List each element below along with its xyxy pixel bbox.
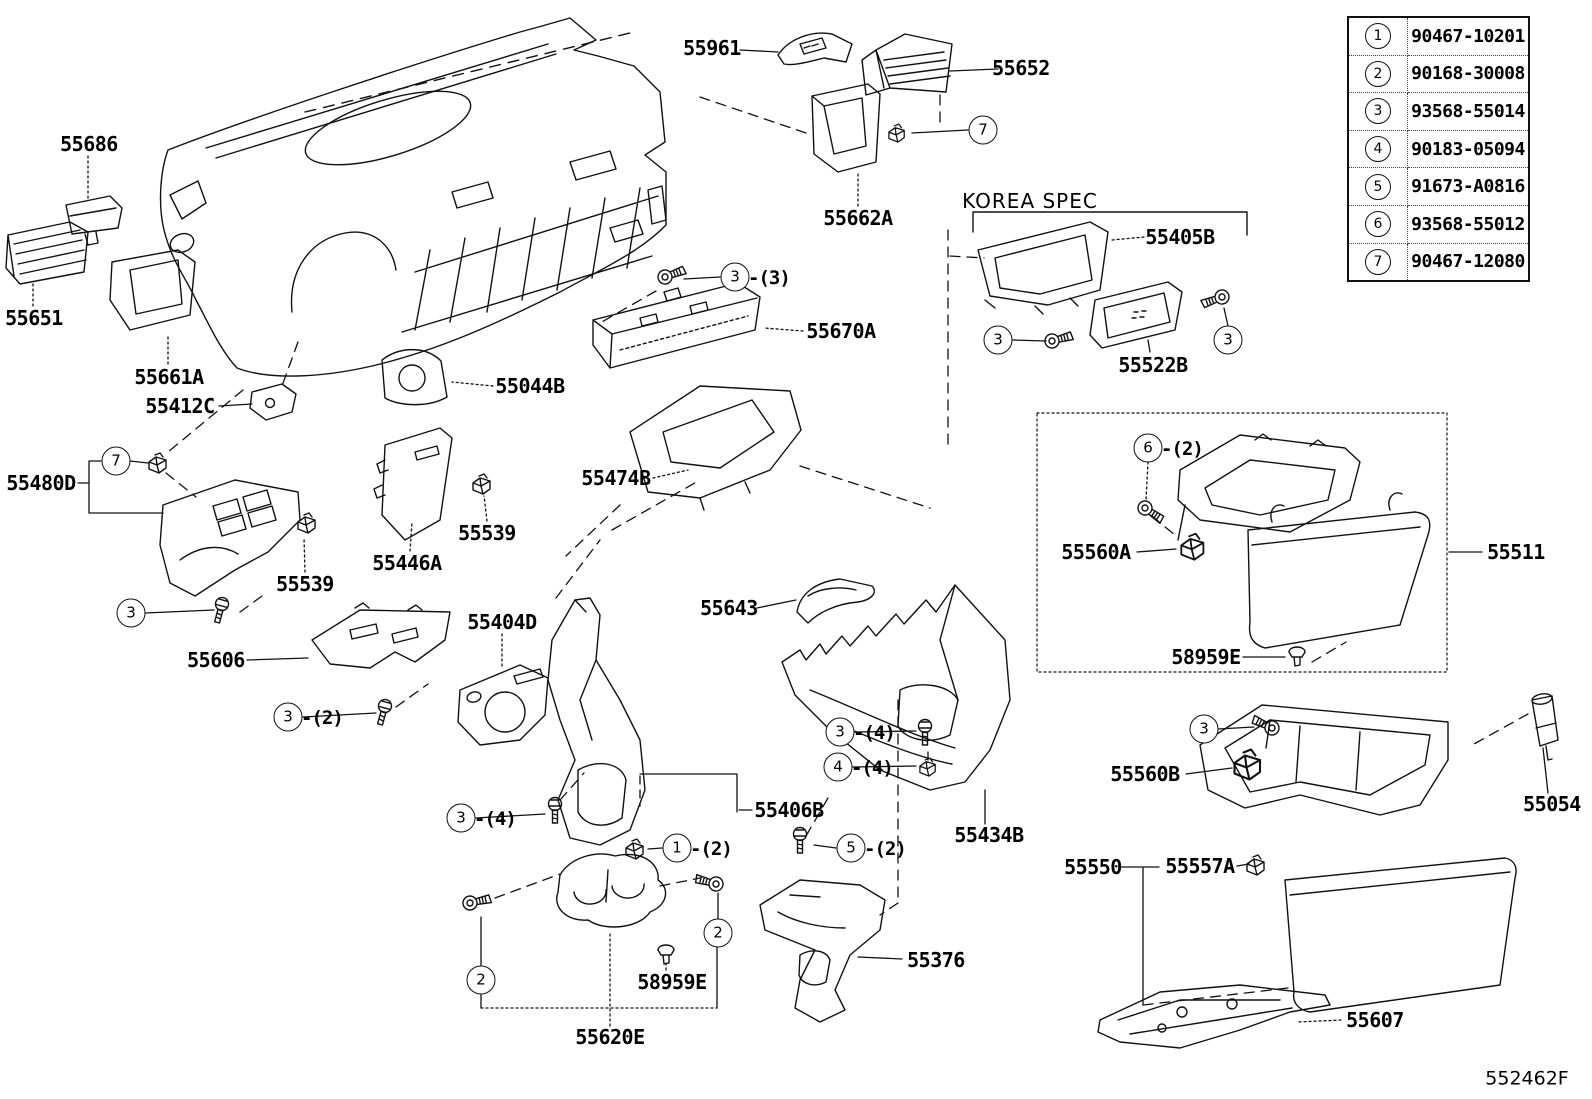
fastener-ref-cell: 2 <box>1347 54 1408 94</box>
clip-4-4 <box>919 757 936 777</box>
part-55961-drawing <box>777 32 853 66</box>
part-55557a-clip <box>1246 854 1265 876</box>
fastener-row-5: 5 91673-A0816 <box>1347 167 1530 206</box>
clip-1-2 <box>625 838 644 860</box>
fastener-ref-circle: 1 <box>1365 23 1391 50</box>
fastener-ref-circle: 5 <box>1365 173 1391 200</box>
glovebox-dashed-frame <box>1036 412 1448 673</box>
part-55054-drawing <box>1531 693 1559 761</box>
fastener-part-cell: 90467-12080 <box>1407 242 1530 282</box>
part-55550-box-drawing <box>1199 704 1449 816</box>
fastener-ref-cell: 4 <box>1347 129 1408 169</box>
fastener-ref-cell: 7 <box>1347 242 1408 282</box>
part-55404d-drawing <box>457 664 549 746</box>
part-55474b-drawing <box>629 385 802 511</box>
part-55652-vent-drawing <box>861 33 953 96</box>
part-55651-vent-drawing <box>5 221 89 285</box>
screw-6 <box>1134 497 1167 527</box>
part-55606-drawing <box>311 602 451 669</box>
fastener-row-1: 1 90467-10201 <box>1347 16 1530 56</box>
diagram-code: 552462F <box>1485 1067 1569 1090</box>
fastener-part-cell: 90467-10201 <box>1407 16 1530 56</box>
part-55620e-drawing <box>556 853 667 928</box>
part-55376-drawing <box>759 879 886 1023</box>
fastener-ref-cell: 6 <box>1347 204 1408 244</box>
fastener-ref-circle: 3 <box>1365 98 1391 125</box>
fastener-part-cell: 93568-55012 <box>1407 204 1530 244</box>
part-55550-lid-drawing <box>1284 857 1517 1013</box>
fastener-row-3: 3 93568-55014 <box>1347 92 1530 131</box>
part-55560a-clip <box>1180 532 1205 561</box>
part-55662a-drawing <box>811 83 881 173</box>
part-55522b-drawing <box>1089 281 1183 349</box>
korea-spec-bracket <box>972 211 1248 236</box>
fastener-ref-circle: 6 <box>1365 211 1391 238</box>
part-58959e-clip-b <box>657 944 675 965</box>
part-55670a-drawing <box>592 282 761 369</box>
fastener-ref-cell: 5 <box>1347 167 1408 206</box>
fastener-ref-cell: 1 <box>1347 16 1408 56</box>
fastener-part-cell: 90183-05094 <box>1407 129 1530 169</box>
screw-2-left <box>460 891 493 913</box>
part-55539-clip-a <box>472 473 491 495</box>
fastener-table: 1 90467-10201 2 90168-30008 3 93568-55014 4 901… <box>1347 16 1530 283</box>
fastener-row-6: 6 93568-55012 <box>1347 204 1530 244</box>
korea-screw-right <box>1199 287 1232 312</box>
fastener-part-cell: 93568-55014 <box>1407 92 1530 131</box>
part-55661a-drawing <box>109 249 196 331</box>
part-55446a-drawing <box>373 427 453 541</box>
fastener-row-2: 2 90168-30008 <box>1347 54 1530 94</box>
screw-2-right <box>693 871 726 894</box>
part-55686-drawing <box>65 195 123 246</box>
assembly-dashed-lines <box>165 94 1529 1006</box>
korea-screw-left <box>1042 328 1075 351</box>
korea-spec-label: KOREA SPEC <box>962 189 1098 213</box>
bolt-3-2 <box>373 697 394 727</box>
fastener-part-number: 90467-10201 <box>1411 25 1525 47</box>
fastener-part-number: 91673-A0816 <box>1411 176 1525 198</box>
fastener-ref-cell: 3 <box>1347 92 1408 131</box>
fastener-part-cell: 90168-30008 <box>1407 54 1530 94</box>
part-55643-drawing <box>796 578 876 624</box>
fastener-part-number: 93568-55014 <box>1411 100 1525 122</box>
screw-3-3 <box>655 262 688 287</box>
part-55480d-drawing <box>159 479 301 597</box>
fastener-ref-circle: 2 <box>1365 60 1391 87</box>
screw-55560b <box>1249 712 1283 739</box>
part-55511-frame-drawing <box>1177 433 1361 541</box>
fastener-row-4: 4 90183-05094 <box>1347 129 1530 169</box>
bolt-3-4a <box>547 796 563 824</box>
part-55560b-clip <box>1233 748 1262 781</box>
fastener-ref-circle: 4 <box>1365 136 1391 163</box>
fastener-part-cell: 91673-A0816 <box>1407 167 1530 206</box>
part-58959e-clip-a <box>1288 646 1306 667</box>
part-55405b-drawing <box>977 221 1109 315</box>
part-55539-clip-b <box>297 512 316 534</box>
part-55511-lid-drawing <box>1247 492 1431 649</box>
leader-lines <box>32 49 1549 1027</box>
fastener-part-number: 90467-12080 <box>1411 251 1525 273</box>
fastener-part-number: 90168-30008 <box>1411 63 1525 85</box>
part-55412c-drawing <box>249 383 297 421</box>
part-55406b-trim-drawing <box>547 597 646 846</box>
fastener-ref-circle: 7 <box>1365 248 1391 275</box>
fastener-row-7: 7 90467-12080 <box>1347 242 1530 282</box>
fastener-part-number: 93568-55012 <box>1411 213 1525 235</box>
fastener-part-number: 90183-05094 <box>1411 138 1525 160</box>
part-55480d-clip <box>148 452 167 474</box>
part-dashboard-drawing <box>159 17 667 377</box>
clip-7-top <box>888 123 905 143</box>
part-55607-drawing <box>1097 984 1331 1049</box>
bolt-3-4b <box>917 718 933 746</box>
bolt-5-2 <box>792 826 808 854</box>
part-55044b-drawing <box>381 349 448 406</box>
